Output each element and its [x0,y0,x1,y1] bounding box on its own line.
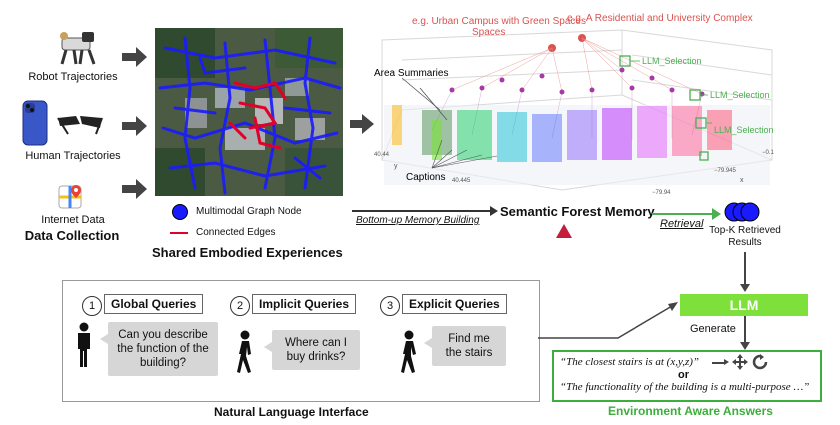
query-1-number: 1 [82,296,102,316]
query-3-text-line-2: the stairs [445,347,493,359]
graph-node-legend-label: Multimodal Graph Node [196,206,302,217]
query-1-text-line-1: Can you describe [118,329,208,341]
semantic-forest-title: Semantic Forest Memory [500,204,655,219]
query-2-bubble: Where can I buy drinks? [272,330,360,370]
answer-line-2: “The functionality of the building is a … [560,381,810,393]
person-standing-icon [78,322,90,367]
llm-selection-1: LLM_Selection [642,56,702,66]
query-1-text-line-2: the function of the [117,343,209,355]
satellite-map [155,28,343,196]
arrow-map-to-forest [350,114,374,134]
axis-x: x [740,177,744,184]
answers-box [552,350,822,402]
edge-legend-label: Connected Edges [196,227,276,238]
annotation-campus: e.g. Urban Campus with Green Spaces [412,16,586,27]
robot-trajectories-label: Robot Trajectories [28,71,118,83]
robot-icon [52,28,102,68]
tick-z: −0.1 [762,150,775,156]
retrieval-arrowhead [712,208,721,220]
retrieval-arrow [652,213,714,215]
llm-selection-2: LLM_Selection [710,90,770,100]
tick-x2: −79.94 [652,190,671,196]
maps-icon [58,183,84,211]
human-trajectories-label: Human Trajectories [25,150,121,162]
rotate-icon [752,354,768,370]
nli-to-llm-connector [538,302,678,339]
query-3-bubble: Find me the stairs [432,326,506,366]
llm-to-answers-arrowhead [740,342,750,350]
retrieval-label: Retrieval [660,218,704,230]
topk-to-llm-arrowhead [740,284,750,292]
llm-box: LLM [680,294,808,316]
tick-x1: −79.945 [714,168,737,174]
nli-title: Natural Language Interface [214,405,369,419]
generate-label: Generate [690,323,736,335]
answer-arrow [712,362,726,364]
bubble-2-tail [264,342,272,352]
annotation-residential: e.g. A Residential and University Comple… [567,13,753,24]
data-collection-title: Data Collection [24,228,120,243]
bubble-1-tail [100,334,108,344]
topk-to-llm-line [744,252,746,286]
vr-glasses-icon [56,110,106,136]
bottom-up-arrow [352,210,492,212]
answer-arrowhead [724,359,729,365]
tick-y2: 40.445 [452,178,471,184]
graph-node-legend-icon [172,204,188,220]
internet-data-label: Internet Data [41,214,105,226]
person-walking-woman-icon [401,330,416,373]
query-3-title: Explicit Queries [402,294,507,314]
move-icon [732,354,748,370]
shared-experiences-title: Shared Embodied Experiences [152,245,343,260]
bottom-up-arrowhead [490,206,498,216]
query-2-text-line-2: buy drinks? [286,351,346,363]
edge-legend-icon [170,232,188,234]
captions-label: Captions [406,172,445,183]
query-1-title: Global Queries [104,294,204,314]
tick-y1: 40.44 [374,152,390,158]
query-3-number: 3 [380,296,400,316]
answer-or: or [678,369,689,381]
annotation-campus: Spaces [472,27,505,38]
llm-selection-3: LLM_Selection [714,125,774,135]
topk-label-1: Top-K Retrieved [709,225,781,236]
semantic-forest-plot: e.g. Urban Campus with Green Spaces Spac… [372,10,782,200]
bubble-3-tail [424,338,432,348]
answer-line-1: “The closest stairs is at (x,y,z)” [560,356,700,368]
query-1-text-line-3: building? [139,357,187,369]
person-walking-icon [237,330,251,373]
arrow-internet [122,179,147,199]
topk-results-icon [724,202,760,222]
llm-to-answers-line [744,316,746,344]
query-2-number: 2 [230,296,250,316]
arrow-robot [122,47,147,67]
area-summaries-label: Area Summaries [374,68,448,79]
query-1-bubble: Can you describe the function of the bui… [108,322,218,376]
query-3-text-line-1: Find me [448,333,490,345]
red-triangle-icon [556,224,572,238]
axis-y: y [394,163,398,170]
arrow-human [122,116,147,136]
answers-title: Environment Aware Answers [608,404,773,418]
query-2-text-line-1: Where can I [285,337,347,349]
arrows-left [122,47,147,199]
topk-label-2: Results [728,237,762,248]
query-2-title: Implicit Queries [252,294,357,314]
llm-label: LLM [729,297,759,313]
phone-icon [22,100,48,146]
bottom-up-label: Bottom-up Memory Building [356,215,480,226]
